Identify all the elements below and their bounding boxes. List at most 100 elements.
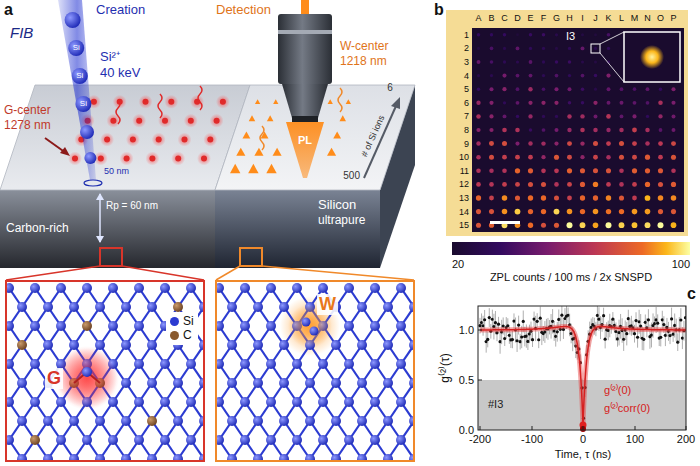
emitter-spot [567,182,572,187]
emitter-spot [658,222,664,228]
emitter-spot [581,74,585,78]
silicon-atom [370,283,380,293]
emitter-spot [476,182,481,187]
arrow-head [96,193,104,200]
silicon-atom [292,397,302,407]
spot-ring [84,180,102,186]
emitter-spot [606,128,610,132]
silicon-atom [357,454,367,460]
silicon-atom [344,435,354,445]
arrow-head [60,147,70,156]
emitter-spot [567,168,572,173]
emitter-spot [606,114,611,119]
emitter-spot [476,223,481,228]
zoom-square [591,44,600,53]
emitter-spot [620,101,624,105]
emitter-spot [619,128,623,132]
data-point [520,335,523,338]
emitter-spot [528,141,532,145]
data-point [679,318,682,321]
emitter-spot [606,168,611,173]
data-point [566,314,569,317]
emitter-spot [594,60,597,63]
emitter-spot [581,101,584,104]
emitter-spot [619,169,624,174]
g-center-dot [162,118,168,124]
emitter-spot [515,195,520,200]
emitter-spot [594,114,598,118]
axis-tick: 1.0 [459,324,474,337]
emitter-spot [476,195,481,200]
silicon-atom [357,340,367,350]
data-point [526,340,529,343]
emitter-spot [671,222,677,228]
emitter-spot [542,33,546,37]
emitter-spot [554,168,559,173]
emitter-spot [555,47,558,50]
silicon-atom [344,397,354,407]
data-point [634,319,637,322]
w-center-mark [327,148,336,156]
emitter-spot [619,141,624,146]
axis-value: 500 [343,170,360,182]
emitter-spot [581,87,585,91]
silicon-atom [240,321,250,331]
silicon-atom [266,397,276,407]
emitter-spot [554,87,558,91]
silicon-atom [396,397,406,407]
pure-lattice [217,283,413,460]
emitter-spot [580,128,585,133]
spot-size: 50 nm [104,166,129,176]
emitter-spot [593,141,598,146]
silicon-atom [305,378,315,388]
silicon-atom [240,283,250,293]
silicon-atom [17,454,27,460]
emitter-spot [502,182,507,187]
emitter-spot [671,182,676,187]
emitter-spot [671,195,676,200]
silicon-atom [43,454,53,460]
silicon-atom [409,302,413,312]
data-point [491,318,494,321]
emitter-spot [671,209,676,214]
row-label: 13 [459,193,469,203]
range-arrow [99,194,101,242]
silicon-atom [383,416,393,426]
emitter-spot [593,128,597,132]
silicon-atom [173,454,183,460]
data-point [528,332,531,335]
axis-tick: 0 [580,433,586,446]
emitter-spot [503,33,506,36]
emitter-spot [515,168,520,173]
data-point [551,320,554,323]
column-label: K [605,13,611,23]
silicon-atom [318,397,328,407]
photon [198,86,202,110]
emitter-spot [502,87,506,91]
data-point [642,338,645,341]
emitter-spot [489,141,494,146]
photon [158,94,162,118]
data-point [497,323,500,326]
emitter-spot [645,195,651,201]
data-point [554,335,557,338]
fit-band [480,327,686,425]
emitter-spot [619,222,625,228]
emitter-spot [516,33,519,36]
silicon-atom [396,435,406,445]
silicon-atom [56,397,66,407]
silicon-atom [69,340,79,350]
emitter-spot [541,195,546,200]
column-label: P [670,13,676,23]
emitter-spot [580,114,584,118]
emitter-spot [567,196,572,201]
emitter-spot [516,60,519,63]
silicon-atom [95,454,105,460]
w-center-mark [242,131,250,138]
emitter-spot [568,87,572,91]
data-point [532,317,535,320]
emitter-spot [503,60,506,63]
defect-name: W-center [340,40,388,54]
zoom-inset: W [215,280,415,462]
